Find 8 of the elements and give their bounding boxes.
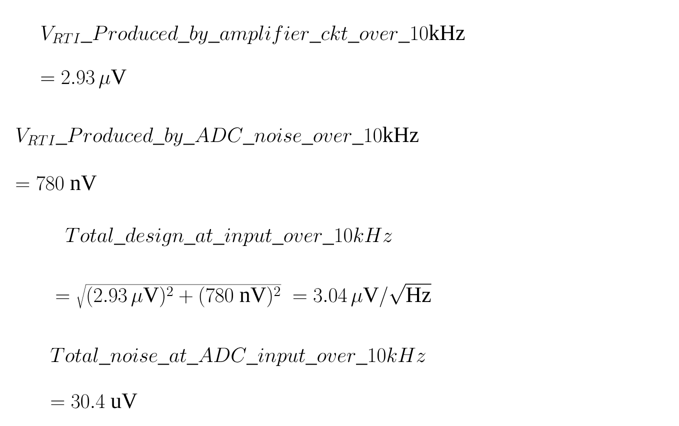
formula: $=2.93\,\mu\mathrm{V}$ — [41, 70, 126, 88]
formula: $Total\_design\_at\_input\_over\_10kHz$ — [66, 228, 392, 246]
formula: $V_{RTI}\_Produced\_by\_ADC\_noise\_over\_10\mathrm{kHz}$ — [16, 126, 418, 146]
formula: $=\sqrt{(2.93\,\mu\mathrm{V})^2+(780\ \mathrm{nV})^2}\ =3.04\,\mu\mathrm{V}/\sqrt{\mathrm{Hz}}$ — [56, 284, 432, 308]
formula: $V_{RTI}\_Produced\_by\_amplifier\_ckt\_over\_10\mathrm{kHz}$ — [41, 24, 465, 44]
formula: $=30.4\ \mathrm{uV}$ — [51, 394, 138, 408]
formula: $=780\ \mathrm{nV}$ — [16, 176, 97, 190]
formula: $Total\_noise\_at\_ADC\_input\_over\_10kHz$ — [50, 347, 426, 366]
